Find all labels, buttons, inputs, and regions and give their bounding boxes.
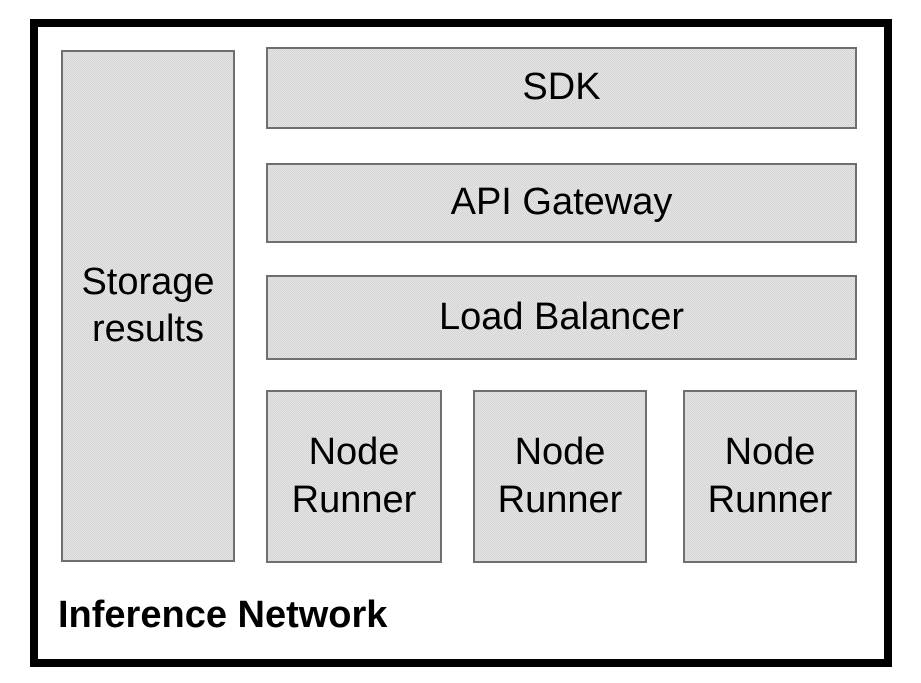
storage-results-label: Storage results [81, 260, 215, 351]
api-gateway-box: API Gateway [266, 163, 857, 243]
inference-network-boundary: Storage results SDK API Gateway Load Bal… [30, 19, 892, 667]
node-runner-label: Node Runner [707, 431, 833, 521]
sdk-box: SDK [266, 47, 857, 129]
node-runner-box-3: Node Runner [683, 390, 857, 563]
diagram-title: Inference Network [58, 594, 388, 636]
node-runner-box-1: Node Runner [266, 390, 442, 563]
load-balancer-box: Load Balancer [266, 275, 857, 360]
sdk-label: SDK [522, 66, 601, 109]
node-runner-label: Node Runner [497, 431, 623, 521]
load-balancer-label: Load Balancer [438, 295, 685, 338]
api-gateway-label: API Gateway [450, 181, 673, 224]
node-runner-label: Node Runner [291, 431, 417, 521]
storage-results-box: Storage results [61, 50, 235, 562]
node-runner-box-2: Node Runner [473, 390, 647, 563]
